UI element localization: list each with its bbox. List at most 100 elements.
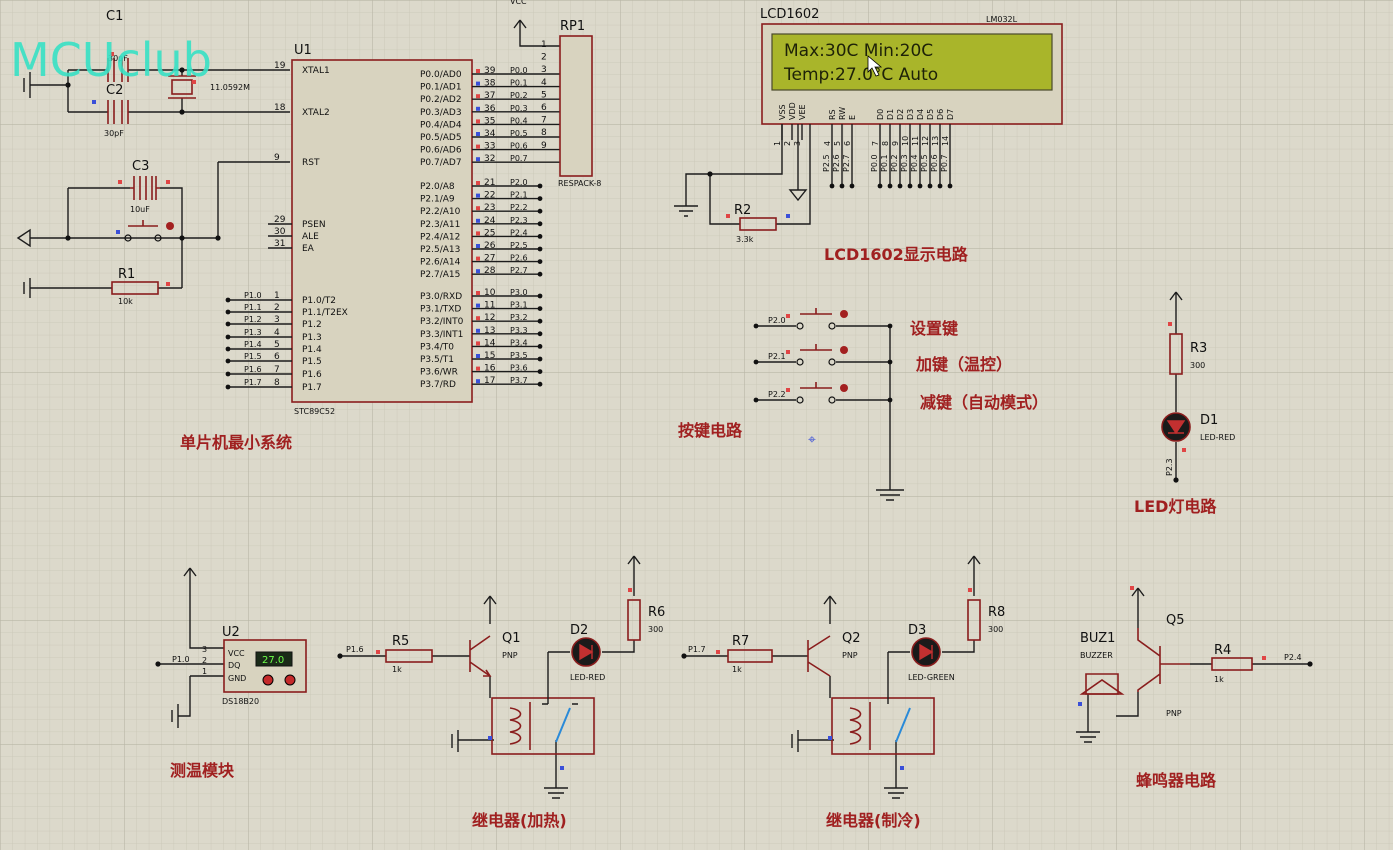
mcu-pin-num-38: 38 [484, 79, 496, 89]
title-mcu: 单片机最小系统 [180, 433, 292, 452]
mcu-pin-name-34: P0.5/AD5 [420, 133, 462, 143]
mcu-pin-name-2: P1.1/T2EX [302, 308, 348, 318]
mcu-pin-name-11: P3.1/TXD [420, 305, 461, 315]
mcu-pin-name-19: XTAL1 [302, 66, 330, 76]
title-relay-heat: 继电器(加热) [472, 811, 567, 830]
r5-ref: R5 [392, 634, 409, 649]
buzzer-circuit[interactable]: BUZ1 BUZZER Q5 PNP R4 1k P2.4 [1076, 586, 1313, 743]
lcd-net-6: P0.3 [900, 154, 909, 172]
mcu-pin-name-4: P1.3 [302, 333, 322, 343]
r4-net: P2.4 [1284, 653, 1302, 662]
mcu-pin-num-12: 12 [484, 313, 495, 323]
mcu-pin-name-24: P2.3/A11 [420, 220, 460, 230]
p1-net-0: P1.0 [244, 291, 262, 300]
lcd-net-4: P0.1 [880, 154, 889, 172]
mcu-pin-name-14: P3.4/T0 [420, 342, 454, 352]
ds18b20-display: 27.0 [262, 655, 284, 666]
c3-value: 10uF [130, 205, 150, 214]
r3-ref: R3 [1190, 341, 1207, 356]
relay-cool-circuit[interactable]: R7 1k P1.7 Q2 PNP D3 LED-GREEN R8 300 [681, 555, 1005, 799]
r6-value: 300 [648, 625, 663, 634]
mcu-pin-name-37: P0.2/AD2 [420, 95, 462, 105]
mcu-net-P3.1: P3.1 [510, 301, 528, 310]
mcu-pin-num-21: 21 [484, 178, 495, 188]
r8-value: 300 [988, 625, 1003, 634]
lcd-pinnum-5: 5 [833, 141, 842, 146]
lcd-pin-D1: D1 [886, 109, 895, 120]
u2-part: DS18B20 [222, 697, 259, 706]
lcd-net-5: P0.2 [890, 154, 899, 172]
relay-heat-circuit[interactable]: R5 1k P1.6 Q1 PNP D2 LED-RED R6 300 [337, 555, 665, 799]
key-label-0: 设置键 [910, 319, 958, 338]
u2-ref: U2 [222, 625, 240, 640]
r5-net: P1.6 [346, 645, 364, 654]
p1-net-3: P1.3 [244, 328, 262, 337]
lcd1602-module[interactable]: LCD1602 LM032L Max:30C Min:20C Temp:27.0… [674, 7, 1063, 244]
mcu-pin-name-7: P1.6 [302, 370, 322, 380]
lcd-pinnum-11: 11 [911, 136, 920, 146]
lcd-pin-VSS: VSS [778, 104, 787, 120]
mcu-pin-num-14: 14 [484, 338, 496, 348]
mcu-net-P2.4: P2.4 [510, 228, 528, 237]
q5-value: PNP [1166, 709, 1182, 718]
mcu-pin-num-33: 33 [484, 142, 495, 152]
respack-pin-5: 5 [541, 90, 547, 100]
u2-pinnum-2: 2 [202, 656, 207, 665]
c2-value: 30pF [104, 129, 124, 138]
mcu-pin-num-8: 8 [274, 378, 280, 388]
led-d1-circuit[interactable]: R3 300 D1 LED-RED P2.3 [1161, 291, 1235, 483]
mcu-pin-num-4: 4 [274, 328, 280, 338]
mcu-pin-num-28: 28 [484, 266, 496, 276]
mcu-pin-num-34: 34 [484, 129, 496, 139]
mcu-pin-num-15: 15 [484, 351, 495, 361]
mcu-pin-num-24: 24 [484, 216, 496, 226]
title-led: LED灯电路 [1134, 497, 1217, 516]
mcu-pin-name-21: P2.0/A8 [420, 182, 455, 192]
respack-part: RESPACK-8 [558, 179, 601, 188]
p1-net-labels: P1.0P1.1P1.2P1.3P1.4P1.5P1.6P1.7 [225, 291, 268, 390]
q1-value: PNP [502, 651, 518, 660]
mcu-net-P0.1: P0.1 [510, 79, 528, 88]
mcu-pin-name-30: ALE [302, 232, 319, 242]
mcu-net-P3.4: P3.4 [510, 338, 528, 347]
lcd-net-7: P0.4 [910, 154, 919, 172]
mcu-net-P0.0: P0.0 [510, 66, 528, 75]
lcd-pin-D3: D3 [906, 109, 915, 120]
r4-value: 1k [1214, 675, 1224, 684]
d2-ref: D2 [570, 623, 588, 638]
mcu-pin-num-23: 23 [484, 203, 495, 213]
lcd-pinnum-7: 7 [871, 141, 880, 146]
mcu-part: STC89C52 [294, 407, 335, 416]
ds18b20-sensor[interactable]: 27.0 VCC DQ GND 3 2 1 U2 DS18B20 P1.0 [155, 567, 307, 728]
lcd-line2: Temp:27.0°C Auto [783, 65, 938, 85]
mcu-pin-num-39: 39 [484, 66, 496, 76]
key-label-2: 减键（自动模式） [920, 393, 1048, 412]
respack-pin-9: 9 [541, 141, 547, 151]
lcd-pin-RW: RW [838, 107, 847, 120]
mcu-pin-num-30: 30 [274, 227, 286, 237]
r4-ref: R4 [1214, 643, 1231, 658]
mcu-pin-num-31: 31 [274, 239, 285, 249]
p1-net-4: P1.4 [244, 340, 262, 349]
mcu-pin-num-19: 19 [274, 61, 286, 71]
title-relay-cool: 继电器(制冷) [826, 811, 921, 830]
mcu-pin-num-25: 25 [484, 228, 495, 238]
r3-value: 300 [1190, 361, 1205, 370]
mcu-pin-name-13: P3.3/INT1 [420, 330, 463, 340]
mcu-net-P0.7: P0.7 [510, 154, 528, 163]
lcd-pinnum-8: 8 [881, 141, 890, 146]
mcu-pin-num-32: 32 [484, 154, 495, 164]
respack-pin-7: 7 [541, 116, 547, 126]
q5-ref: Q5 [1166, 613, 1185, 628]
mcu-pin-name-6: P1.5 [302, 357, 322, 367]
mcu-pin-num-18: 18 [274, 103, 286, 113]
title-buzzer: 蜂鸣器电路 [1136, 771, 1217, 790]
p1-net-5: P1.5 [244, 352, 262, 361]
